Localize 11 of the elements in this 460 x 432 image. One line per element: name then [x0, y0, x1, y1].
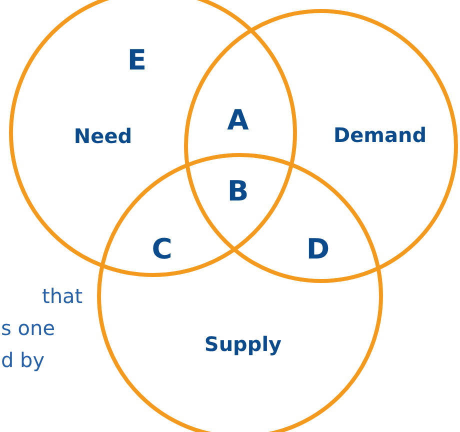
body-text-fragment: s one	[1, 316, 55, 340]
region-letter: B	[227, 174, 249, 208]
body-text-fragment: that	[42, 284, 83, 308]
body-text-fragment: d by	[1, 348, 45, 372]
set-label: Supply	[204, 332, 282, 356]
region-letter: E	[127, 44, 147, 76]
region-letter: D	[306, 232, 330, 266]
region-letter: C	[152, 232, 172, 266]
set-label: Demand	[333, 123, 427, 147]
set-label: Need	[74, 124, 132, 148]
region-letter: A	[227, 104, 249, 136]
